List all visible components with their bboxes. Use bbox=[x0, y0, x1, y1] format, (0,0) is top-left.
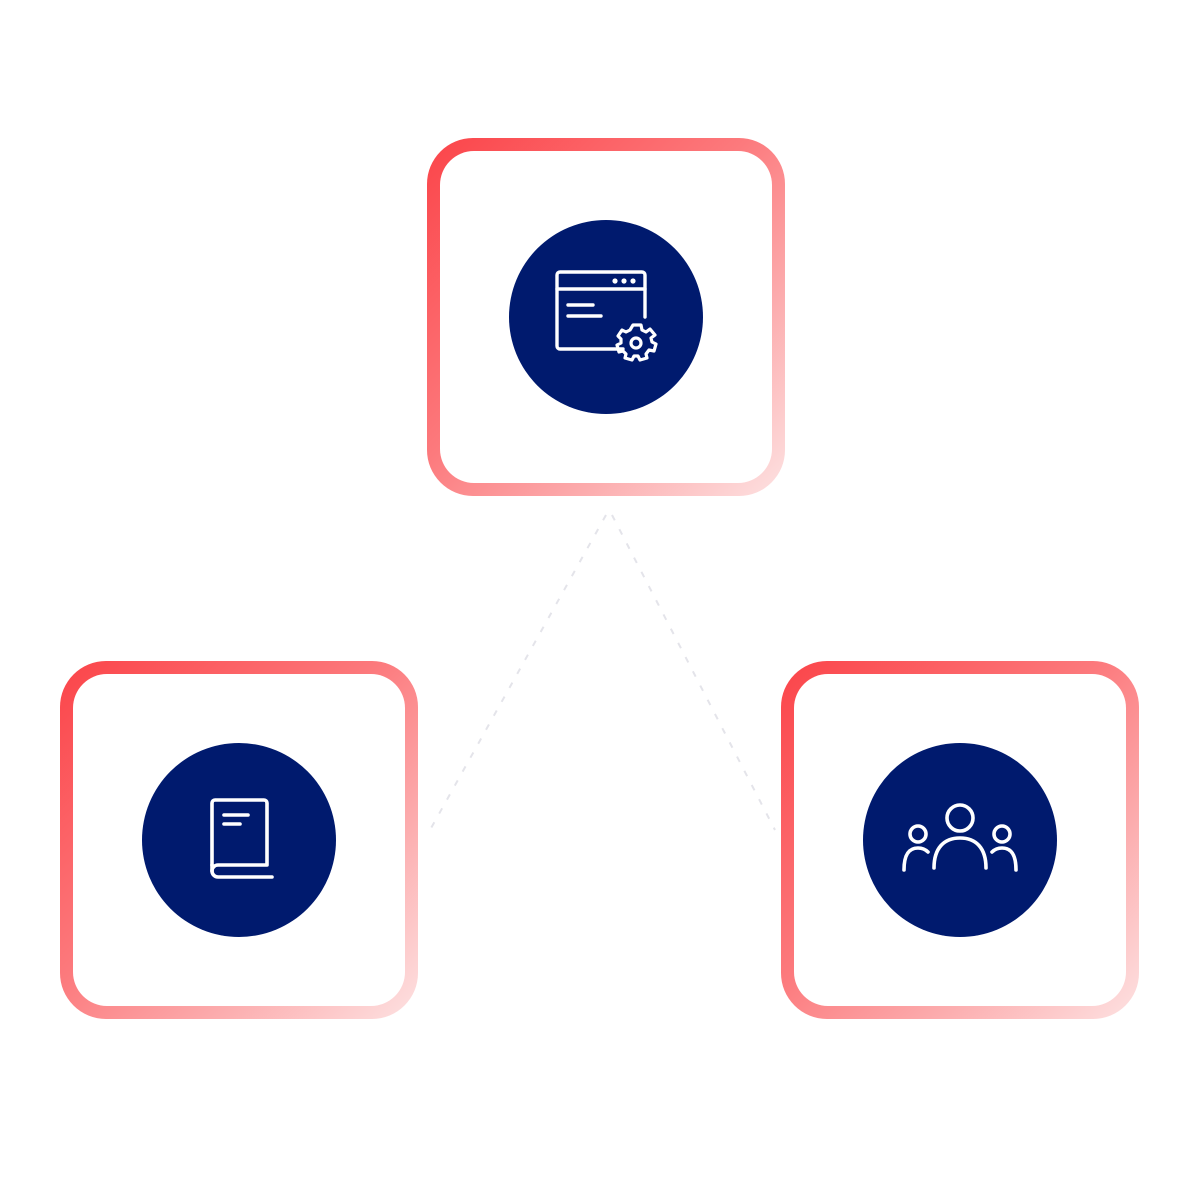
connector-top-right bbox=[611, 514, 776, 831]
node-browser-settings[interactable] bbox=[427, 138, 785, 496]
node-card bbox=[440, 151, 772, 483]
icon-circle bbox=[509, 220, 703, 414]
connector-top-left bbox=[429, 514, 607, 831]
icon-circle bbox=[863, 743, 1057, 937]
node-card bbox=[794, 674, 1126, 1006]
node-book[interactable] bbox=[60, 661, 418, 1019]
icon-circle bbox=[142, 743, 336, 937]
users-group-icon bbox=[902, 803, 1018, 872]
node-users-group[interactable] bbox=[781, 661, 1139, 1019]
node-card bbox=[73, 674, 405, 1006]
browser-settings-icon bbox=[555, 270, 658, 362]
book-icon bbox=[210, 798, 274, 879]
